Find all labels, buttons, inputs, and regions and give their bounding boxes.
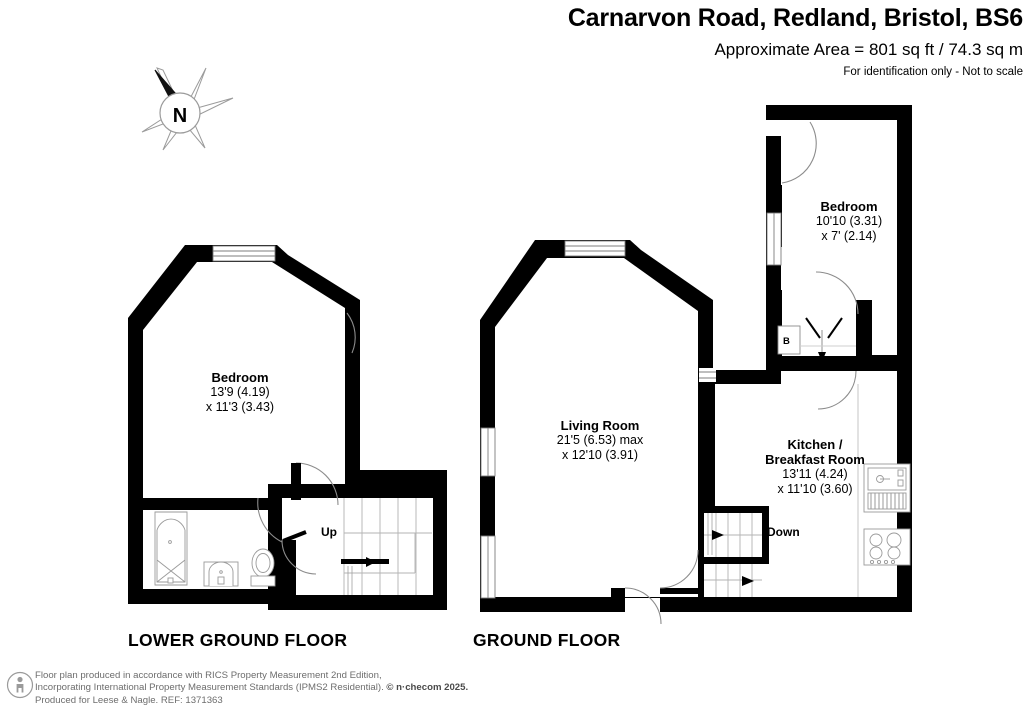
lower-door-under-stair [281,539,317,575]
room-dimension-1: 10'10 (3.31) [815,214,883,228]
identification-notice: For identification only - Not to scale [843,66,1023,78]
lower-door-bathroom [257,497,283,543]
room-dimension-2: x 7' (2.14) [821,229,877,243]
ground-hall-right-wall [856,300,872,370]
ground-bedroom-kitchen-divider [766,355,912,371]
lower-bay-window [212,245,276,262]
ground-floor-plan [480,105,912,625]
room-name-line1: Kitchen / [787,437,843,452]
ground-staircase-down [704,506,769,597]
lower-doorframe-top [291,463,301,500]
ground-living-alcove [611,588,625,612]
ground-door-bedroom [781,121,817,184]
footer-line-3: Produced for Leese & Nagle. REF: 1371363 [35,694,223,706]
washbasin-fixture [203,561,239,587]
lower-door-hall-top [295,462,339,506]
footer-line-1: Floor plan produced in accordance with R… [35,670,382,681]
lower-hall-left-wall [282,540,296,595]
ground-cupboard-b [777,325,801,355]
room-dimension-1: 13'9 (4.19) [210,385,270,399]
footer-copyright: © n·checom 2025. [386,682,469,694]
ground-hall-arrow [800,330,856,362]
compass-north-label: N [173,105,187,127]
stairs-up-label: Up [321,525,337,539]
room-name: Bedroom [211,370,269,385]
floor-caption-lower-ground: LOWER GROUND FLOOR [128,630,348,650]
approximate-area: Approximate Area = 801 sq ft / 74.3 sq m [714,40,1023,59]
compass-rose: N [141,67,234,151]
toilet-fixture [250,548,276,587]
ground-entry-step [660,588,698,594]
room-dimension-1: 21'5 (6.53) max [556,433,644,447]
lower-right-outer-wall [433,484,447,610]
lower-bathroom-wall [128,498,282,604]
ground-bay-window [564,240,626,257]
ground-living-bottom-right-wall [660,597,713,612]
room-dimension-2: x 11'3 (3.43) [205,400,275,414]
room-label-living-room: Living Room 21'5 (6.53) max x 12'10 (3.9… [490,418,710,463]
room-name: Living Room [560,418,640,433]
footer-text: Floor plan produced in accordance with R… [35,670,468,707]
kitchen-washing-machine [863,463,911,513]
room-label-kitchen: Kitchen / Breakfast Room 13'11 (4.24) x … [720,437,910,497]
room-name-line2: Breakfast Room [765,452,865,467]
ground-bedroom-wall-bottom [766,290,782,330]
header: Carnarvon Road, Redland, Bristol, BS6 Ap… [568,2,1023,80]
room-dimension-2: x 12'10 (3.91) [561,448,639,462]
ground-bedroom-window [766,212,782,266]
footer-line-2a: Incorporating International Property Mea… [35,682,384,694]
lower-bathroom-bottom-wall [128,592,282,604]
room-label-bedroom-ground: Bedroom 10'10 (3.31) x 7' (2.14) [768,199,930,244]
room-label-bedroom-lower: Bedroom 13'9 (4.19) x 11'3 (3.43) [150,370,330,415]
lower-bottom-outer-wall [268,595,447,610]
person-in-circle-icon [6,671,34,699]
footer: Floor plan produced in accordance with R… [0,666,520,716]
ground-left-windows [480,427,496,599]
lower-door-bedroom-right [346,312,356,354]
ground-entry-threshold [625,598,660,612]
lower-door-leaf-under-stair [282,530,307,543]
ground-door-entrance [624,549,699,625]
cupboard-b-label: B [783,336,790,347]
ground-living-kitchen-opening-lines [699,371,716,379]
page-title: Carnarvon Road, Redland, Bristol, BS6 [567,4,1023,32]
ground-door-hall-arc [815,271,859,410]
footer-line-2: Incorporating International Property Mea… [35,682,468,694]
lower-bathroom-right-wall [270,498,282,540]
kitchen-hob [863,528,911,566]
bathtub-fixture [154,511,188,586]
ground-living-kitchen-opening [699,368,716,382]
room-dimension-1: 13'11 (4.24) [782,467,848,481]
lower-ground-floor-plan [128,245,447,610]
stairs-down-label: Down [767,525,800,539]
floor-caption-ground: GROUND FLOOR [473,630,621,650]
ground-door-bedroom-leaf [766,120,782,136]
room-dimension-2: x 11'10 (3.60) [777,482,853,496]
lower-staircase-up [341,498,432,595]
room-name: Bedroom [820,199,878,214]
ground-hall-doors [805,317,843,339]
